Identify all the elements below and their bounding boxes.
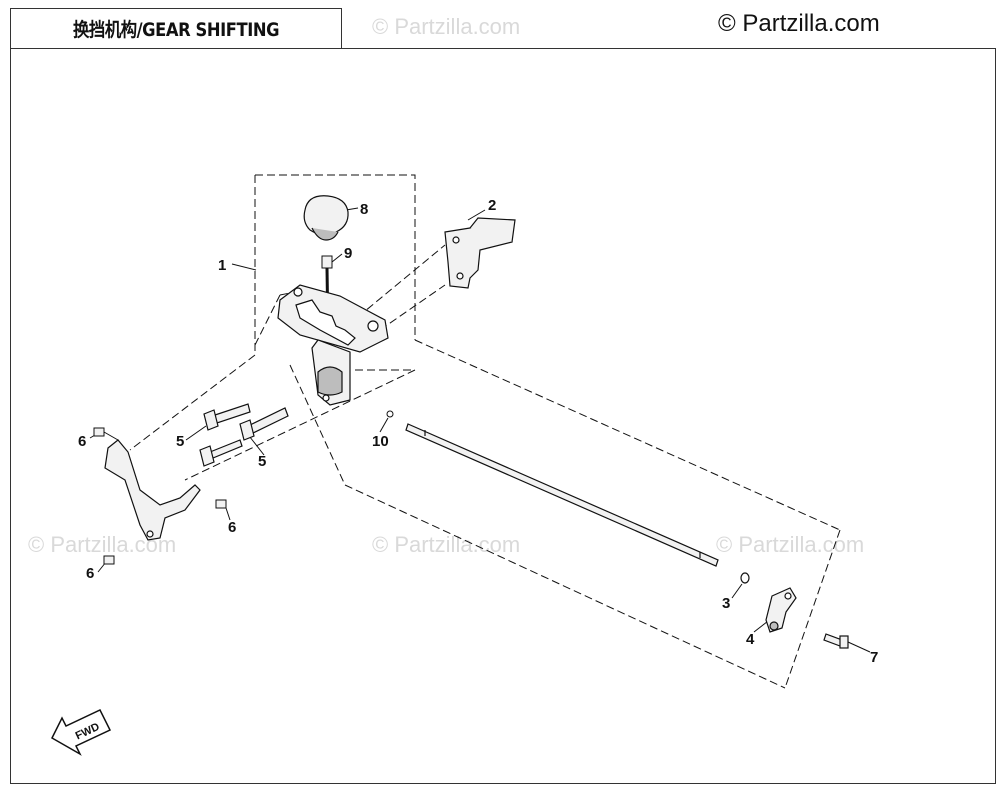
clip-10 [386,410,394,418]
callout-3: 3 [722,595,730,612]
callout-6b: 6 [228,519,236,536]
callout-5a: 5 [176,433,184,450]
callout-7: 7 [870,649,878,666]
callout-8: 8 [360,201,368,218]
callout-4: 4 [746,631,755,648]
mounting-frame [104,439,201,541]
bolt-6c [103,555,115,565]
mounting-bracket [444,217,516,289]
knob-nut [321,255,333,269]
callout-9: 9 [344,245,352,262]
page-title: 换挡机构/GEAR SHIFTING [73,19,280,41]
washer-3 [740,572,750,584]
copyright-text: © Partzilla.com [718,10,880,37]
callout-5b: 5 [258,453,266,470]
assembly-outline-lines [129,174,841,689]
callout-6a: 6 [78,433,86,450]
bolt-7 [823,633,849,649]
shift-rod [405,423,719,567]
shift-gate-housing [277,284,389,406]
bolt-6b [215,499,227,509]
callout-2: 2 [488,197,496,214]
shift-knob [303,195,349,241]
leader-lines [89,207,871,653]
bolt-5b [239,407,289,441]
shift-arm-4 [765,587,797,633]
callout-1: 1 [218,257,226,274]
callout-6c: 6 [86,565,94,582]
title-box: 换挡机构/GEAR SHIFTING [10,8,342,49]
bolt-6a [93,427,119,441]
callout-10: 10 [372,433,389,450]
fwd-arrow-icon [51,709,112,756]
diagram-frame [10,48,996,784]
bolt-5c [199,439,243,467]
bolt-5a [203,403,251,431]
